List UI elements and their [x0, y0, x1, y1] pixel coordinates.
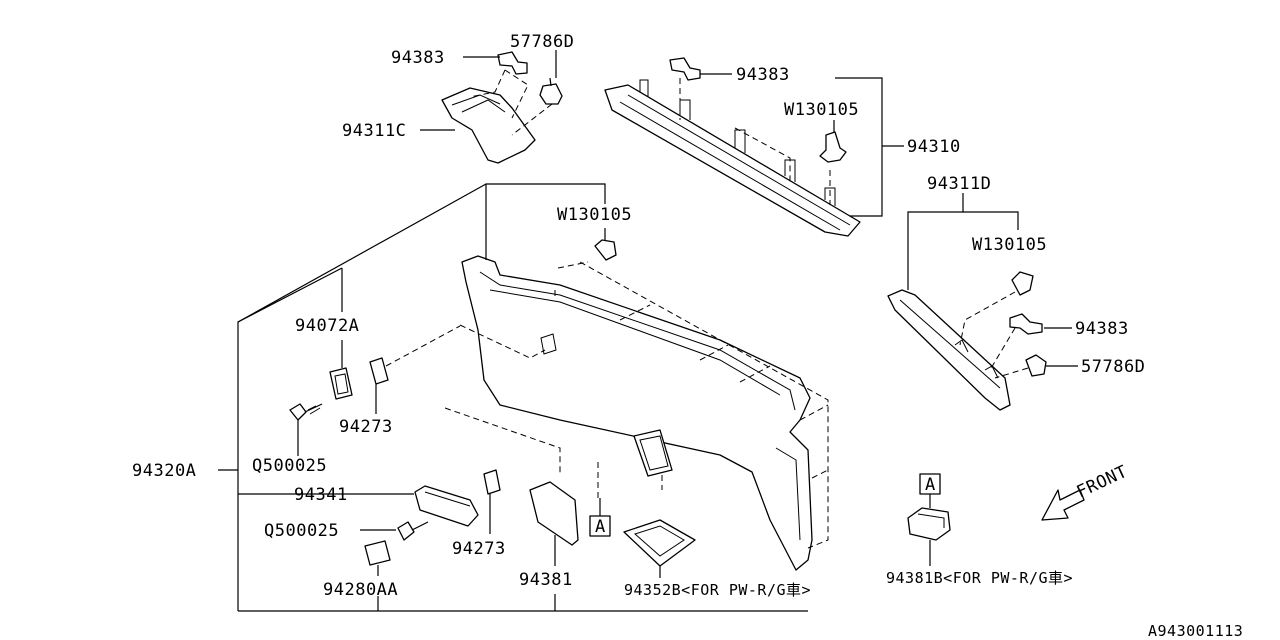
label-94072a: 94072A — [295, 316, 359, 336]
label-94381b: 94381B<FOR PW-R/G車> — [886, 569, 1073, 587]
label-94341: 94341 — [294, 485, 348, 505]
label-94311d: 94311D — [927, 174, 991, 194]
label-57786d-top: 57786D — [510, 32, 574, 52]
detail-a-94381b-group — [907, 473, 951, 566]
label-w130105-top: W130105 — [784, 100, 859, 120]
label-94383-right: 94383 — [1075, 319, 1129, 339]
rail-94310-group — [604, 57, 904, 237]
small-parts-bottom-group — [529, 481, 696, 611]
trim-94311d-group — [887, 193, 1078, 411]
label-94352b: 94352B<FOR PW-R/G車> — [624, 581, 811, 599]
label-94273-bottom: 94273 — [452, 539, 506, 559]
diagram-id: A943001113 — [1148, 622, 1243, 640]
front-label: FRONT — [1074, 462, 1131, 503]
ref-letter-a-detail: A — [925, 475, 936, 495]
tailgate-trim-94320a-group — [218, 183, 829, 612]
label-94311c: 94311C — [342, 121, 406, 141]
label-94383-top-left: 94383 — [391, 48, 445, 68]
small-parts-left-group — [238, 325, 501, 611]
label-94273-top: 94273 — [339, 417, 393, 437]
front-arrow-group — [1041, 489, 1085, 521]
label-q500025-top: Q500025 — [252, 456, 327, 476]
label-94381: 94381 — [519, 570, 573, 590]
trim-94311c-group — [420, 50, 563, 164]
ref-letter-a-main: A — [595, 517, 606, 537]
front-arrow-icon — [1041, 489, 1085, 521]
label-94310: 94310 — [907, 137, 961, 157]
label-w130105-center: W130105 — [557, 205, 632, 225]
label-w130105-right: W130105 — [972, 235, 1047, 255]
label-94280aa: 94280AA — [323, 580, 398, 600]
label-94320a: 94320A — [132, 461, 196, 481]
label-94383-top-center: 94383 — [736, 65, 790, 85]
label-q500025-bottom: Q500025 — [264, 521, 339, 541]
label-57786d-right: 57786D — [1081, 357, 1145, 377]
